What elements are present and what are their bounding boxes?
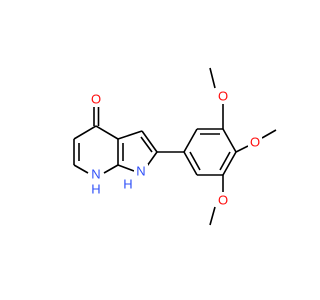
bond-o-top-ch3 (209, 67, 216, 89)
methoxy-bottom (209, 175, 224, 226)
atom-label-o-carbonyl: O (89, 91, 103, 107)
bond-c3a-c3 (117, 130, 143, 140)
atom-symbol: N (136, 164, 145, 179)
bond-c2-n1 (146, 151, 158, 167)
molecule-structure-diagram: O N H N H O O O (73, 67, 277, 226)
bond-c7a-n7 (103, 164, 119, 174)
atom-symbol: O (218, 89, 228, 104)
atom-symbol: O (250, 135, 260, 150)
atom-symbol: N (91, 167, 100, 182)
bond-o-para-ch3 (261, 129, 277, 139)
bond-ph6-ph1 (183, 151, 198, 176)
bond-ph4-o-para (235, 145, 249, 153)
bond-c5-c4 (73, 125, 97, 140)
atom-symbol: O (218, 193, 228, 208)
atom-label-o-meta-top: O (216, 88, 230, 104)
atom-label-o-para: O (248, 134, 262, 150)
bond-ph3-ph4 (222, 128, 237, 153)
bond-n7-c6 (73, 164, 89, 174)
atom-hydrogen: H (123, 177, 132, 192)
bond-c4-c3a (95, 125, 119, 140)
bond-ph4-ph5 (222, 151, 237, 176)
bond-ph1-ph2 (183, 128, 198, 153)
atom-symbol: O (91, 92, 101, 107)
bond-c3-c2 (141, 130, 158, 153)
atom-label-o-meta-bottom: O (216, 192, 230, 208)
methoxy-top (209, 67, 224, 129)
bond-o-bottom-ch3 (209, 206, 216, 226)
atom-label-n-pyrrole: N H (123, 164, 148, 192)
atom-label-n-pyridine: N H (89, 167, 103, 197)
phenyl-ring (183, 128, 237, 176)
atom-hydrogen: H (91, 182, 100, 197)
methoxy-para (235, 129, 277, 153)
bond-n1-c7a (117, 164, 135, 172)
bond-ph6-ph1-inner (189, 151, 201, 171)
bond-ph4-ph5-inner (219, 151, 231, 171)
pyrrole-ring (117, 130, 158, 172)
pyridinone-ring (73, 107, 119, 174)
bond-c3-c2-inner (140, 136, 153, 153)
